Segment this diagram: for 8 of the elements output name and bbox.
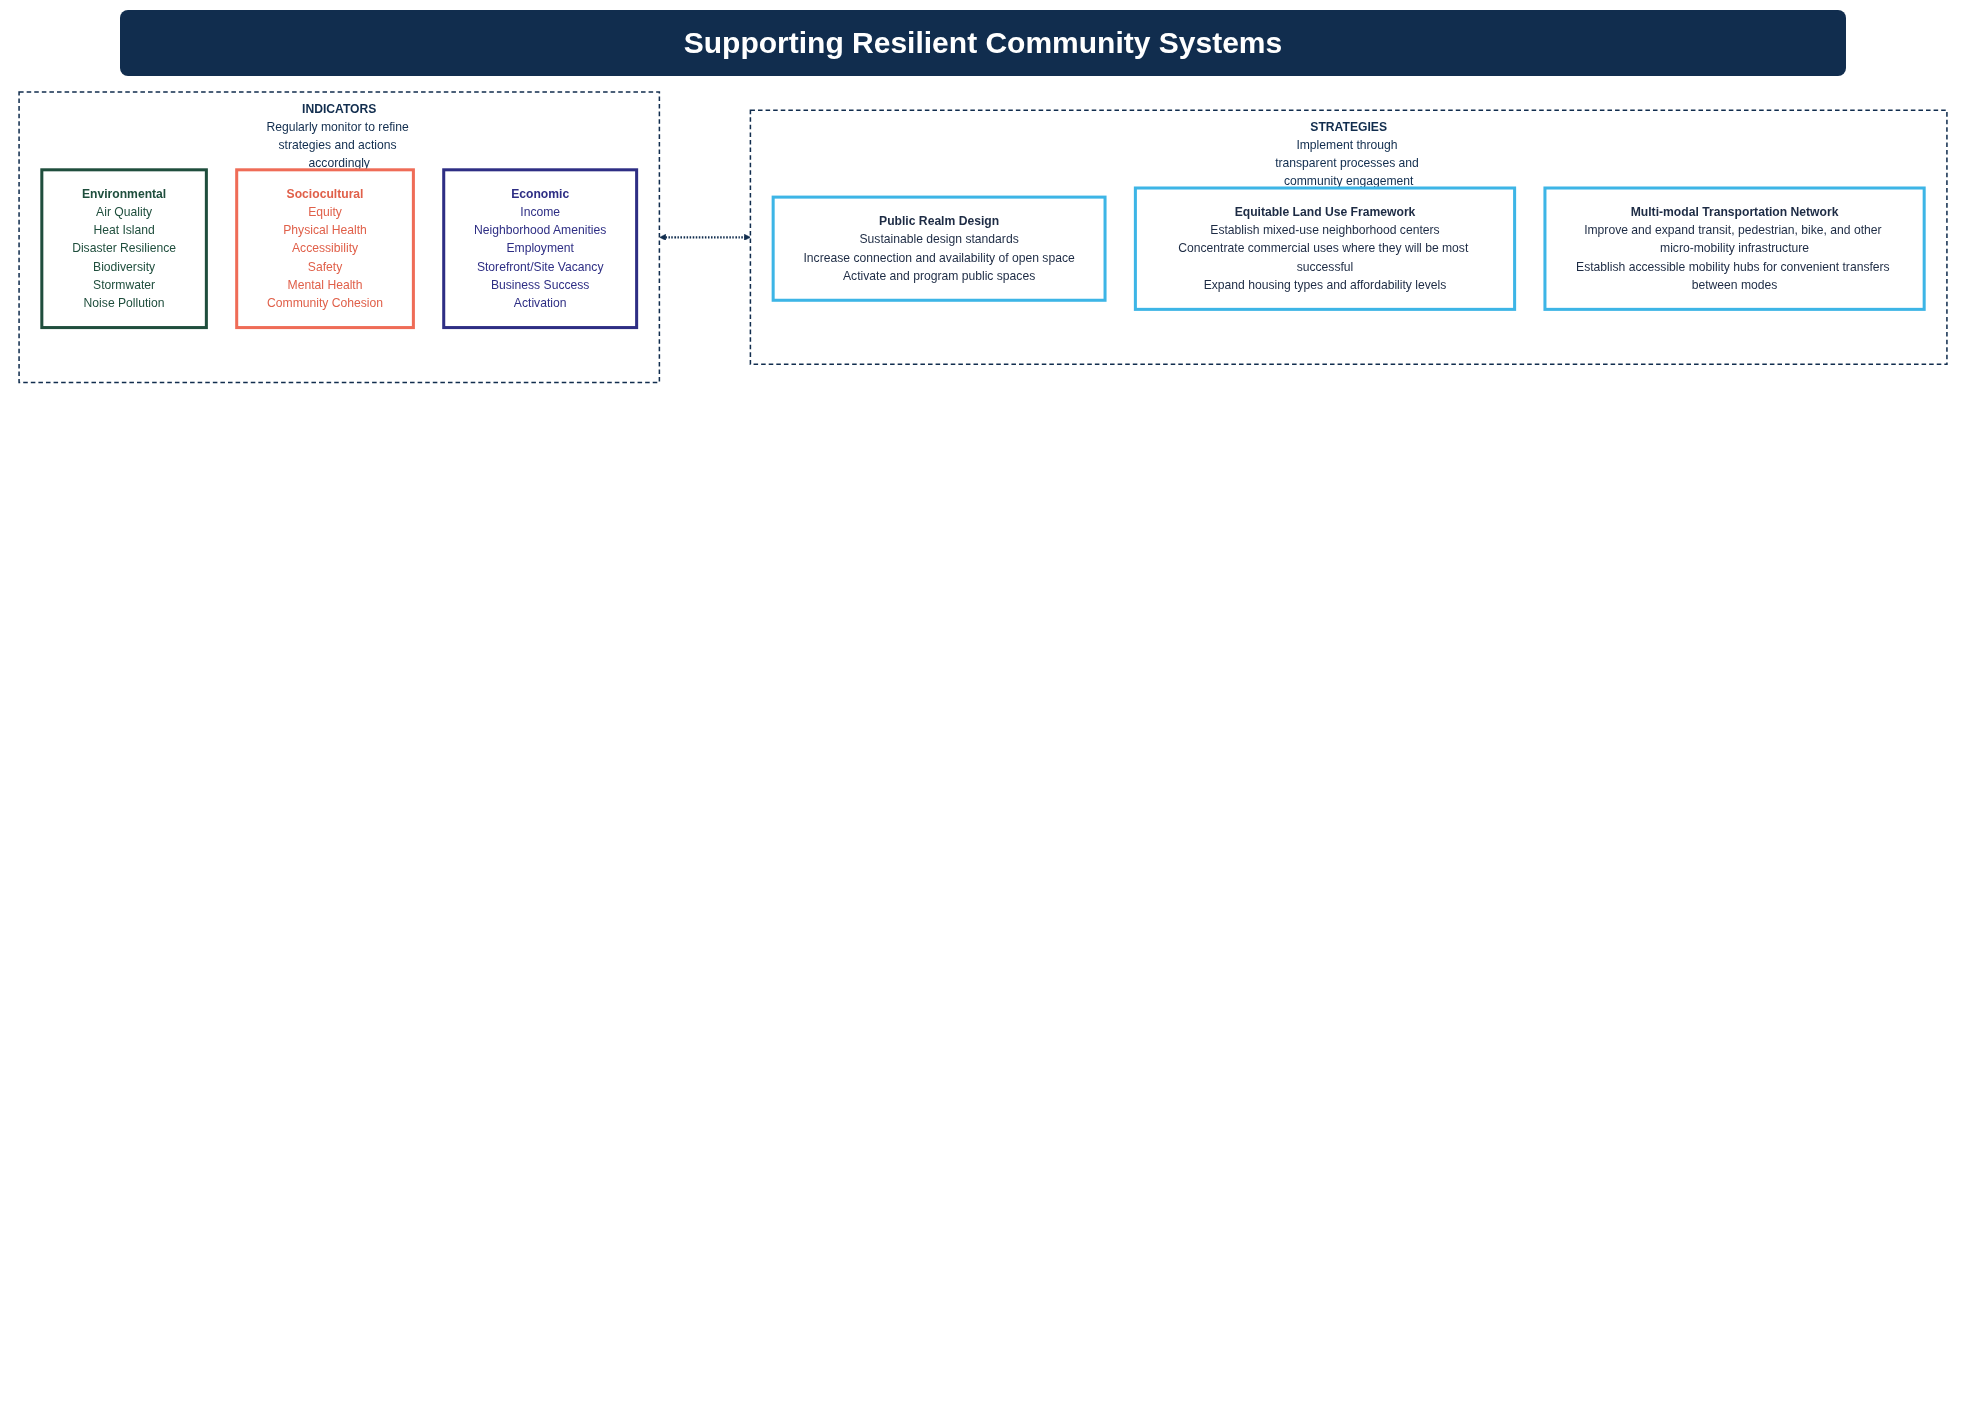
node-box: Sociocultural Equity Physical Health Accessibility Safety Mental Health Community Cohesion	[235, 168, 415, 330]
node-box: Multi-modal Transportation Network Improve and expand transit, pedestrian, bike, and other micro-mobility infrastructure Establish accessible mobility hubs for convenient transfers between modes	[1543, 186, 1926, 311]
arrow	[659, 234, 751, 241]
node-box: Economic Income Neighborhood Amenities Employment Storefront/Site Vacancy Business Success Activation	[442, 168, 639, 330]
node-box: Equitable Land Use Framework Establish mixed-use neighborhood centers Concentrate commercial uses where they will be most successful Expand housing types and affordability levels	[1133, 186, 1517, 311]
node-box: Public Realm Design Sustainable design standards Increase connection and availability of open space Activate and program public spaces	[771, 195, 1107, 302]
node-box: Environmental Air Quality Heat Island Disaster Resilience Biodiversity Stormwater Noise Pollution	[40, 168, 208, 330]
diagram-title: Supporting Resilient Community Systems	[120, 10, 1846, 76]
